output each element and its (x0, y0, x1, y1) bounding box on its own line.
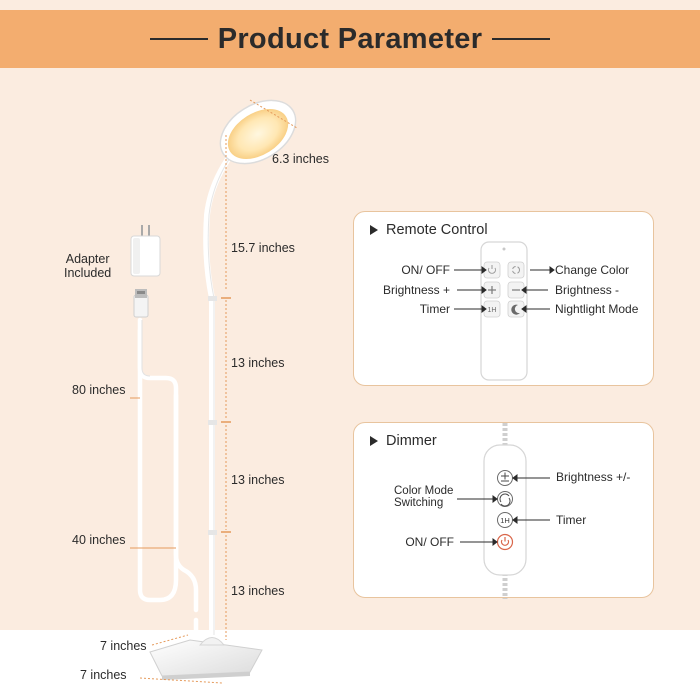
remote-control-device: 1H (454, 241, 555, 381)
base-depth-label: 7 inches (100, 639, 147, 653)
remote-timer-label: Timer (419, 302, 450, 316)
lamp-base (149, 637, 263, 680)
dimmer-panel: Dimmer 1H (353, 422, 654, 599)
triangle-bullet-icon (370, 225, 378, 235)
power-cable (137, 317, 199, 643)
dimmer-color-mode-icon (497, 491, 513, 507)
remote-onoff-label: ON/ OFF (401, 263, 450, 277)
dimmer-onoff-label: ON/ OFF (405, 535, 454, 549)
base-width-label: 7 inches (80, 668, 127, 682)
power-adapter (130, 225, 161, 277)
dimension-lines (130, 99, 298, 684)
dimmer-brightness-label: Brightness +/- (556, 470, 631, 484)
lamp-head (219, 99, 297, 165)
lamp-neck (203, 127, 255, 638)
remote-change-color-label: Change Color (555, 263, 630, 277)
dimmer-arrows (457, 474, 550, 546)
remote-panel-title: Remote Control (370, 222, 488, 238)
header-rule-left (149, 38, 208, 40)
cable-total-length-label: 80 inches (72, 383, 126, 397)
header-banner: Product Parameter (0, 10, 700, 68)
dimmer-power-icon (496, 533, 514, 551)
dimmer-panel-title: Dimmer (370, 433, 437, 449)
remote-brightness-plus-label: Brightness + (382, 283, 450, 297)
page-title: Product Parameter (217, 22, 483, 55)
header-rule-right (492, 38, 551, 40)
usb-plug (133, 289, 149, 318)
remote-arrows (454, 266, 555, 313)
dimmer-plus-minus-icon (497, 470, 513, 486)
dimmer-timer-label: Timer (556, 513, 587, 527)
cable-dimmer-length-label: 40 inches (72, 533, 126, 547)
dimmer-color-mode-label: Color Mode Switching (394, 485, 454, 509)
pole-middle-label: 13 inches (231, 473, 285, 487)
dimmer-device: 1H (457, 423, 550, 599)
pole-lower-label: 13 inches (231, 584, 285, 598)
remote-brightness-minus-label: Brightness - (555, 283, 620, 297)
remote-timer-icon: 1H (483, 300, 501, 318)
head-size-label: 6.3 inches (272, 152, 329, 166)
pole-upper-label: 13 inches (231, 356, 285, 370)
remote-control-panel: Remote Control 1H (353, 211, 654, 386)
remote-moon-icon (507, 300, 525, 318)
dimmer-timer-icon: 1H (497, 512, 513, 528)
remote-cycle-icon (507, 261, 525, 279)
neck-length-label: 15.7 inches (231, 241, 295, 255)
svg-text:1H: 1H (488, 307, 497, 314)
adapter-label: Adapter Included (64, 252, 112, 280)
svg-text:1H: 1H (500, 516, 510, 525)
triangle-bullet-icon (370, 436, 378, 446)
remote-nightlight-label: Nightlight Mode (555, 302, 639, 316)
remote-plus-icon (483, 281, 501, 299)
bottom-white-area (0, 630, 700, 700)
